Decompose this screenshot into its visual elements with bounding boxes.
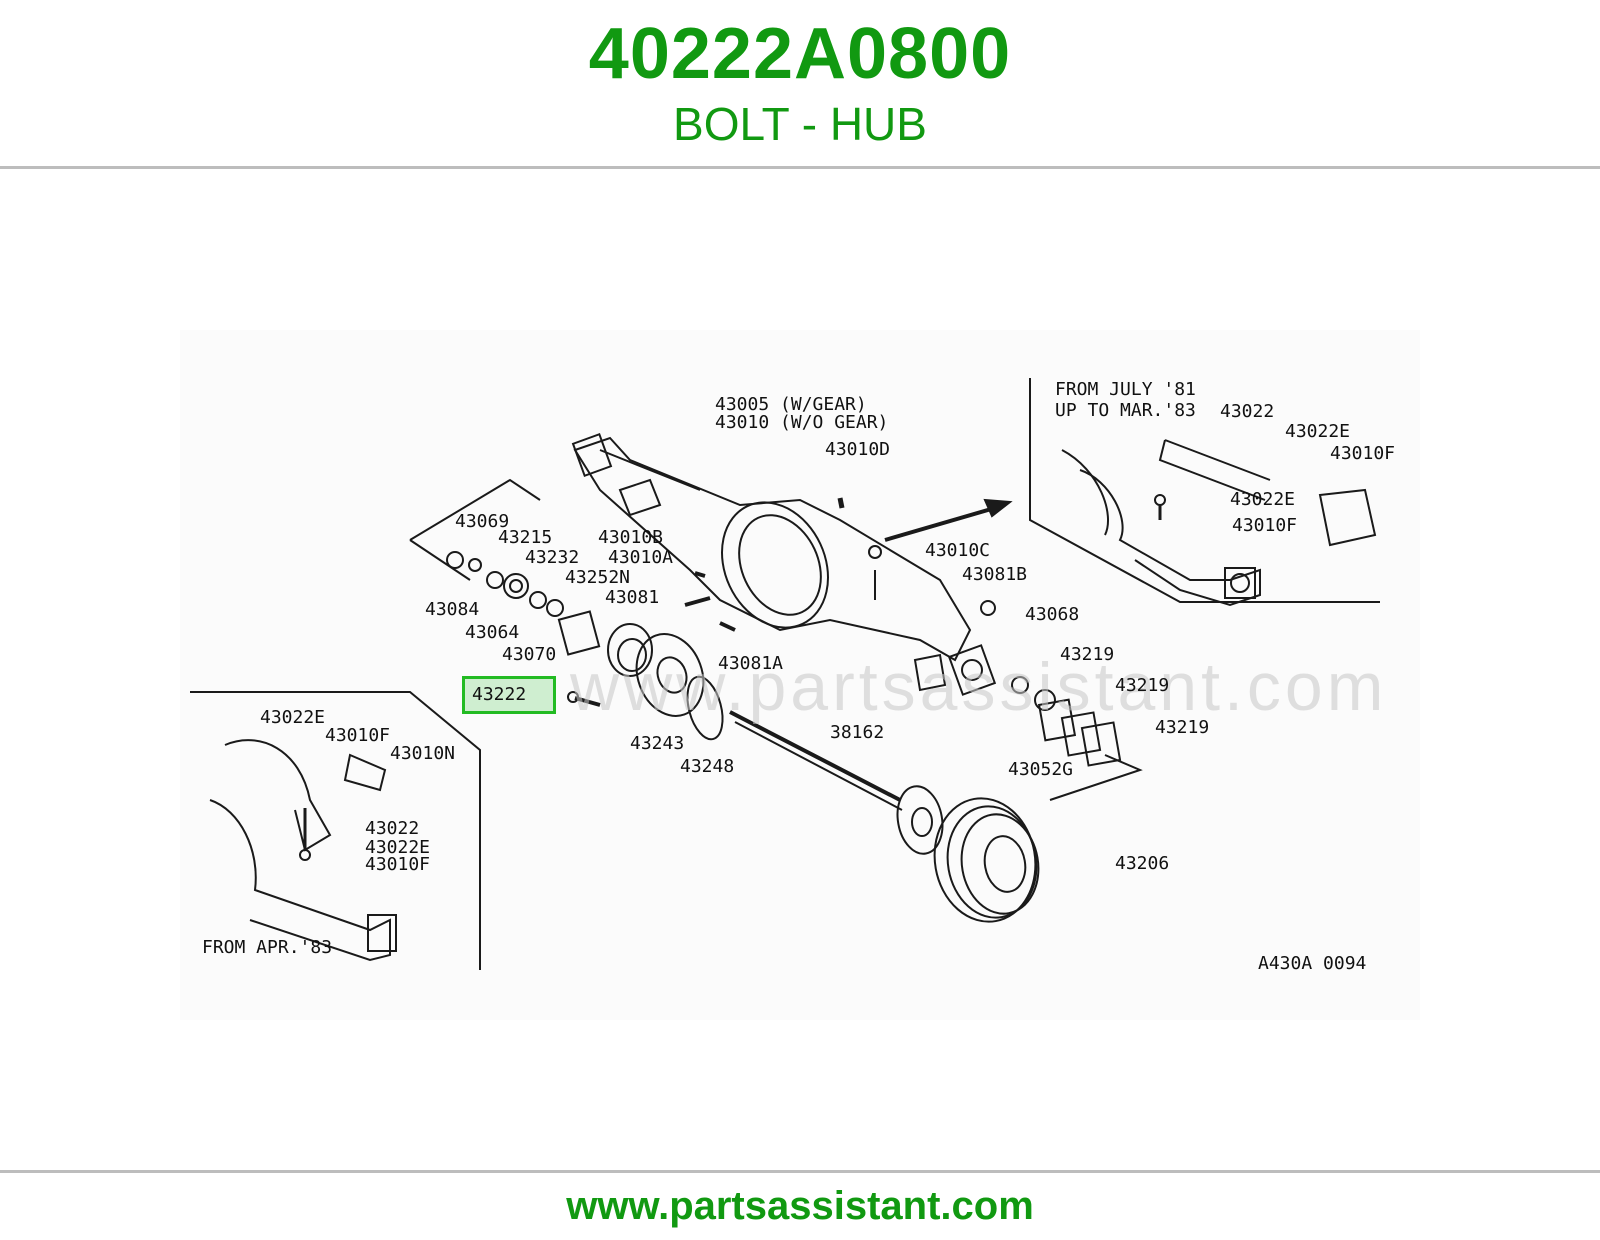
inset-left-title: FROM APR.'83	[202, 937, 333, 958]
part-number-title: 40222A0800	[588, 14, 1012, 94]
callout-43010B: 43010B	[598, 527, 664, 548]
callout-43070: 43070	[502, 644, 557, 665]
parts-diagram: www.partsassistant.com 43222 43005 (W/GE…	[180, 330, 1420, 1020]
inset-top-callout-43022E-a: 43022E	[1285, 421, 1351, 442]
callout-43010A: 43010A	[608, 547, 674, 568]
callout-43215: 43215	[498, 527, 553, 548]
inset-left-callout-43010F: 43010F	[325, 725, 391, 746]
callout-43243: 43243	[630, 733, 685, 754]
callout-43005: 43005 (W/GEAR)	[715, 394, 867, 415]
inset-top-callout-43010F-b: 43010F	[1232, 515, 1298, 536]
callout-43219-b: 43219	[1115, 675, 1170, 696]
header-divider	[0, 166, 1600, 169]
callout-43084: 43084	[425, 599, 480, 620]
footer-divider	[0, 1170, 1600, 1173]
callout-43232: 43232	[525, 547, 580, 568]
callout-43081: 43081	[605, 587, 660, 608]
watermark: www.partsassistant.com	[570, 649, 1388, 725]
callout-43010C: 43010C	[925, 540, 991, 561]
callout-43219-a: 43219	[1060, 644, 1115, 665]
callout-43081B: 43081B	[962, 564, 1028, 585]
inset-left-callout-43022: 43022	[365, 818, 420, 839]
inset-left-callout-43022E: 43022E	[260, 707, 326, 728]
callout-43068: 43068	[1025, 604, 1080, 625]
callout-43222[interactable]: 43222	[472, 684, 527, 705]
inset-top-callout-43010F-a: 43010F	[1330, 443, 1396, 464]
part-name-subtitle: BOLT - HUB	[673, 98, 927, 150]
callout-43010D: 43010D	[825, 439, 891, 460]
callout-38162: 38162	[830, 722, 885, 743]
callout-43052G: 43052G	[1008, 759, 1074, 780]
inset-top-title-line1: FROM JULY '81	[1055, 379, 1196, 400]
site-url-link[interactable]: www.partsassistant.com	[566, 1184, 1034, 1228]
callout-43219-c: 43219	[1155, 717, 1210, 738]
callout-43064: 43064	[465, 622, 520, 643]
diagram-drawing	[190, 378, 1380, 970]
page-header: 40222A0800 BOLT - HUB	[0, 0, 1600, 168]
callout-43069: 43069	[455, 511, 510, 532]
inset-left-callout-43022E-b: 43022E	[365, 837, 431, 858]
callout-43081A: 43081A	[718, 653, 784, 674]
callout-43252N: 43252N	[565, 567, 631, 588]
callout-43248: 43248	[680, 756, 735, 777]
inset-left-callout-43010F-b: 43010F	[365, 854, 431, 875]
highlighted-part-callout[interactable]	[462, 676, 556, 714]
callout-43010: 43010 (W/O GEAR)	[715, 412, 889, 433]
inset-top-callout-43022E-b: 43022E	[1230, 489, 1296, 510]
inset-left-callout-43010N: 43010N	[390, 743, 456, 764]
inset-top-title-line2: UP TO MAR.'83	[1055, 400, 1196, 421]
figure-code: A430A 0094	[1258, 953, 1367, 974]
inset-top-callout-43022: 43022	[1220, 401, 1275, 422]
callout-43206: 43206	[1115, 853, 1170, 874]
